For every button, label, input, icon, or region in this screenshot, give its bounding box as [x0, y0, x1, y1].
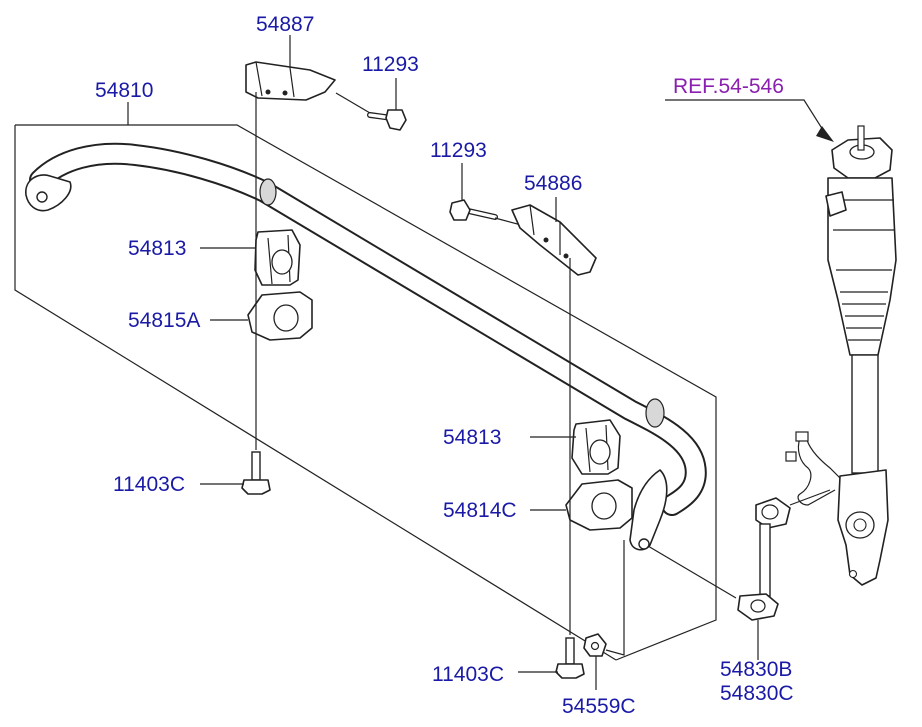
- bolt-11293-mid: [449, 163, 541, 231]
- nut-54559c: [583, 540, 625, 690]
- label-11293-mid: 11293: [430, 139, 487, 162]
- label-54887: 54887: [256, 13, 314, 36]
- label-11403c-left: 11403C: [113, 473, 185, 496]
- label-54813-right: 54813: [443, 426, 501, 449]
- reference-leader: [665, 99, 834, 142]
- label-54813-left: 54813: [128, 237, 186, 260]
- label-reference: REF.54-546: [673, 75, 784, 98]
- stabilizer-link: [737, 489, 831, 660]
- assembly-frame: [14, 102, 717, 661]
- label-54814c: 54814C: [443, 499, 517, 522]
- label-54559c: 54559C: [562, 695, 636, 718]
- clamp-54814c: [530, 479, 633, 531]
- bolt-11293-upper: [335, 78, 407, 131]
- air-strut: [785, 125, 897, 586]
- clamp-54815a: [210, 291, 313, 341]
- label-54810: 54810: [95, 79, 153, 102]
- label-54815a: 54815A: [128, 309, 200, 332]
- bushing-54813-right: [530, 419, 621, 475]
- label-54830b: 54830B: [720, 658, 792, 681]
- bolt-11403c-left: [200, 451, 271, 495]
- label-11293-upper: 11293: [362, 53, 419, 76]
- bushing-54813-left: [200, 229, 301, 286]
- label-54886: 54886: [524, 172, 582, 195]
- bracket-54887: [245, 35, 336, 101]
- label-54830c: 54830C: [720, 682, 794, 705]
- label-11403c-right: 11403C: [432, 663, 504, 686]
- bracket-54886: [511, 197, 597, 276]
- bolt-11403c-right: [518, 637, 585, 679]
